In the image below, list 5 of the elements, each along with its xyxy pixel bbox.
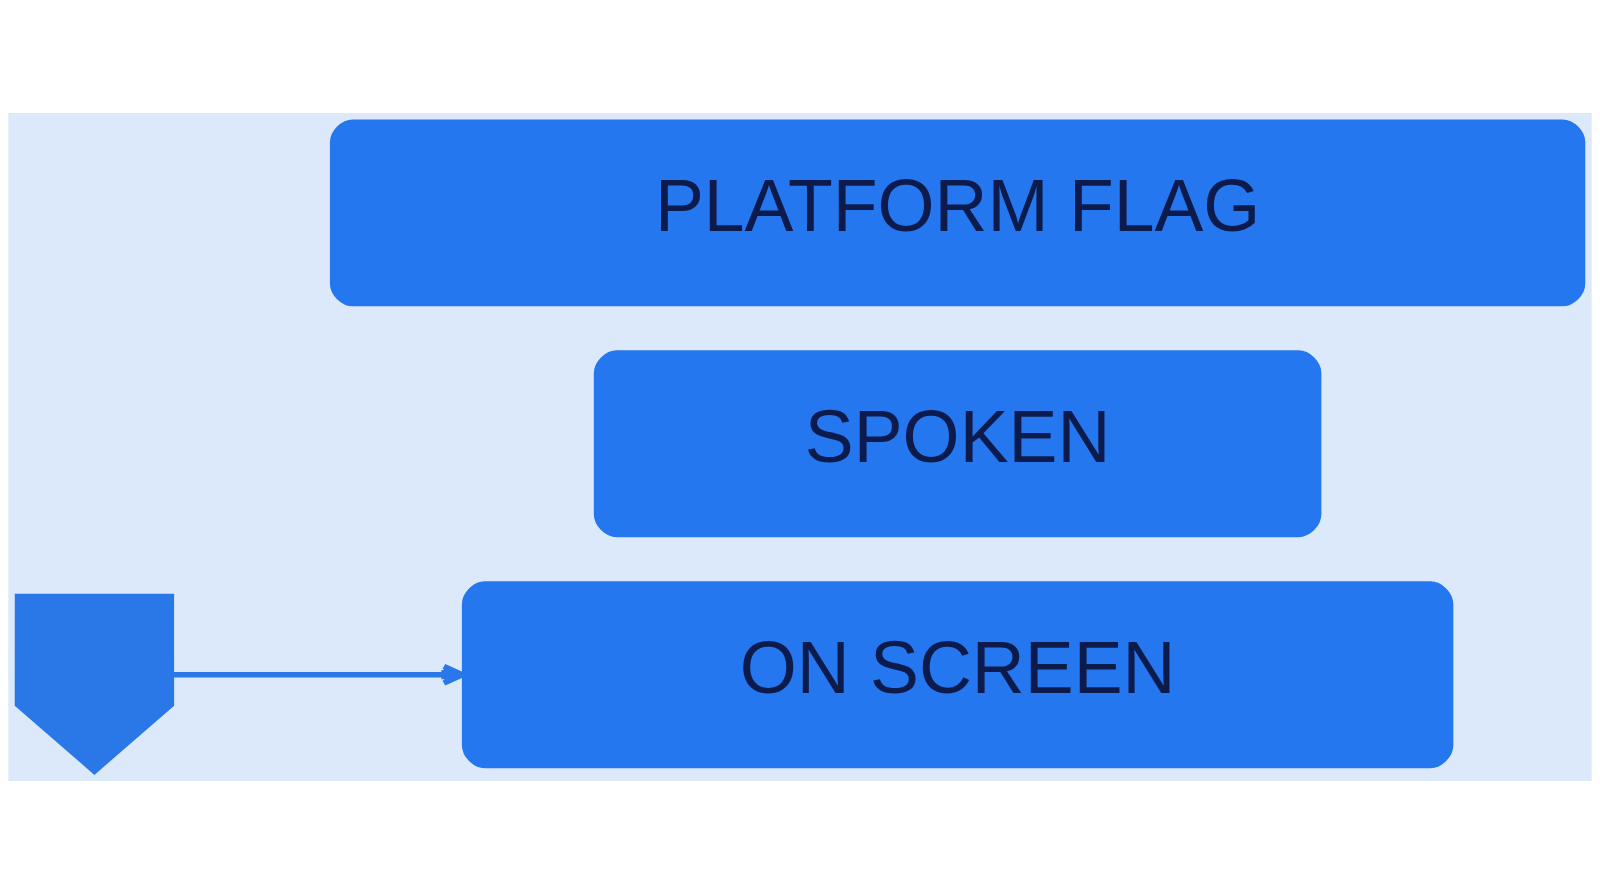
node-box: ON SCREEN [461, 581, 1454, 769]
node-shield [14, 593, 175, 775]
node-box: PLATFORM FLAG [329, 119, 1586, 307]
arrow [173, 663, 466, 686]
node-box: SPOKEN [593, 350, 1322, 538]
